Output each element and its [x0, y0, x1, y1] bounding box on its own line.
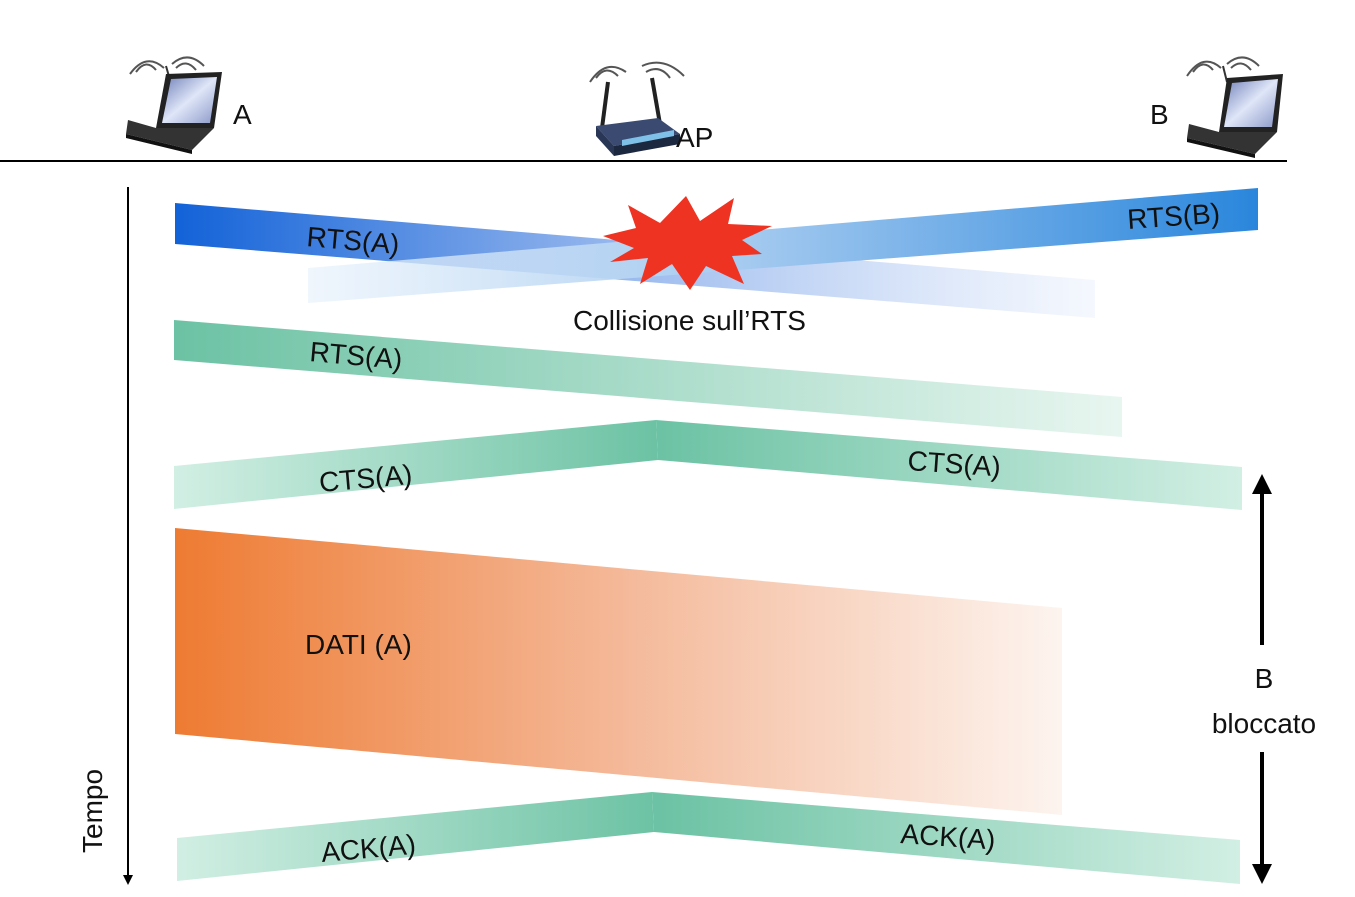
frame-rts-a-second	[174, 320, 1122, 437]
wireless-router-icon	[589, 61, 685, 156]
node-b: B	[1150, 56, 1283, 158]
laptop-icon	[126, 56, 222, 154]
frame-data	[175, 528, 1062, 815]
label-blocked-line2: bloccato	[1212, 708, 1316, 739]
laptop-icon	[1186, 56, 1283, 158]
node-label-ap: AP	[676, 122, 713, 153]
frame-cts-left	[174, 420, 658, 509]
node-ap: AP	[589, 61, 713, 156]
frame-rts-b	[308, 188, 1258, 303]
label-ack-right: ACK(A)	[900, 818, 997, 856]
node-label-b: B	[1150, 99, 1169, 130]
label-collision: Collisione sull’RTS	[573, 305, 806, 336]
label-data: DATI (A)	[305, 629, 412, 660]
frame-ack-right	[652, 792, 1240, 884]
node-a: A	[126, 56, 252, 154]
node-label-a: A	[233, 99, 252, 130]
collision-icon	[603, 196, 772, 290]
label-cts-right: CTS(A)	[907, 445, 1002, 482]
label-blocked-line1: B	[1255, 663, 1274, 694]
time-axis-label: Tempo	[77, 769, 108, 853]
frame-cts-right	[656, 420, 1242, 510]
frame-ack-left	[177, 792, 654, 881]
label-rts-b: RTS(B)	[1126, 198, 1221, 235]
